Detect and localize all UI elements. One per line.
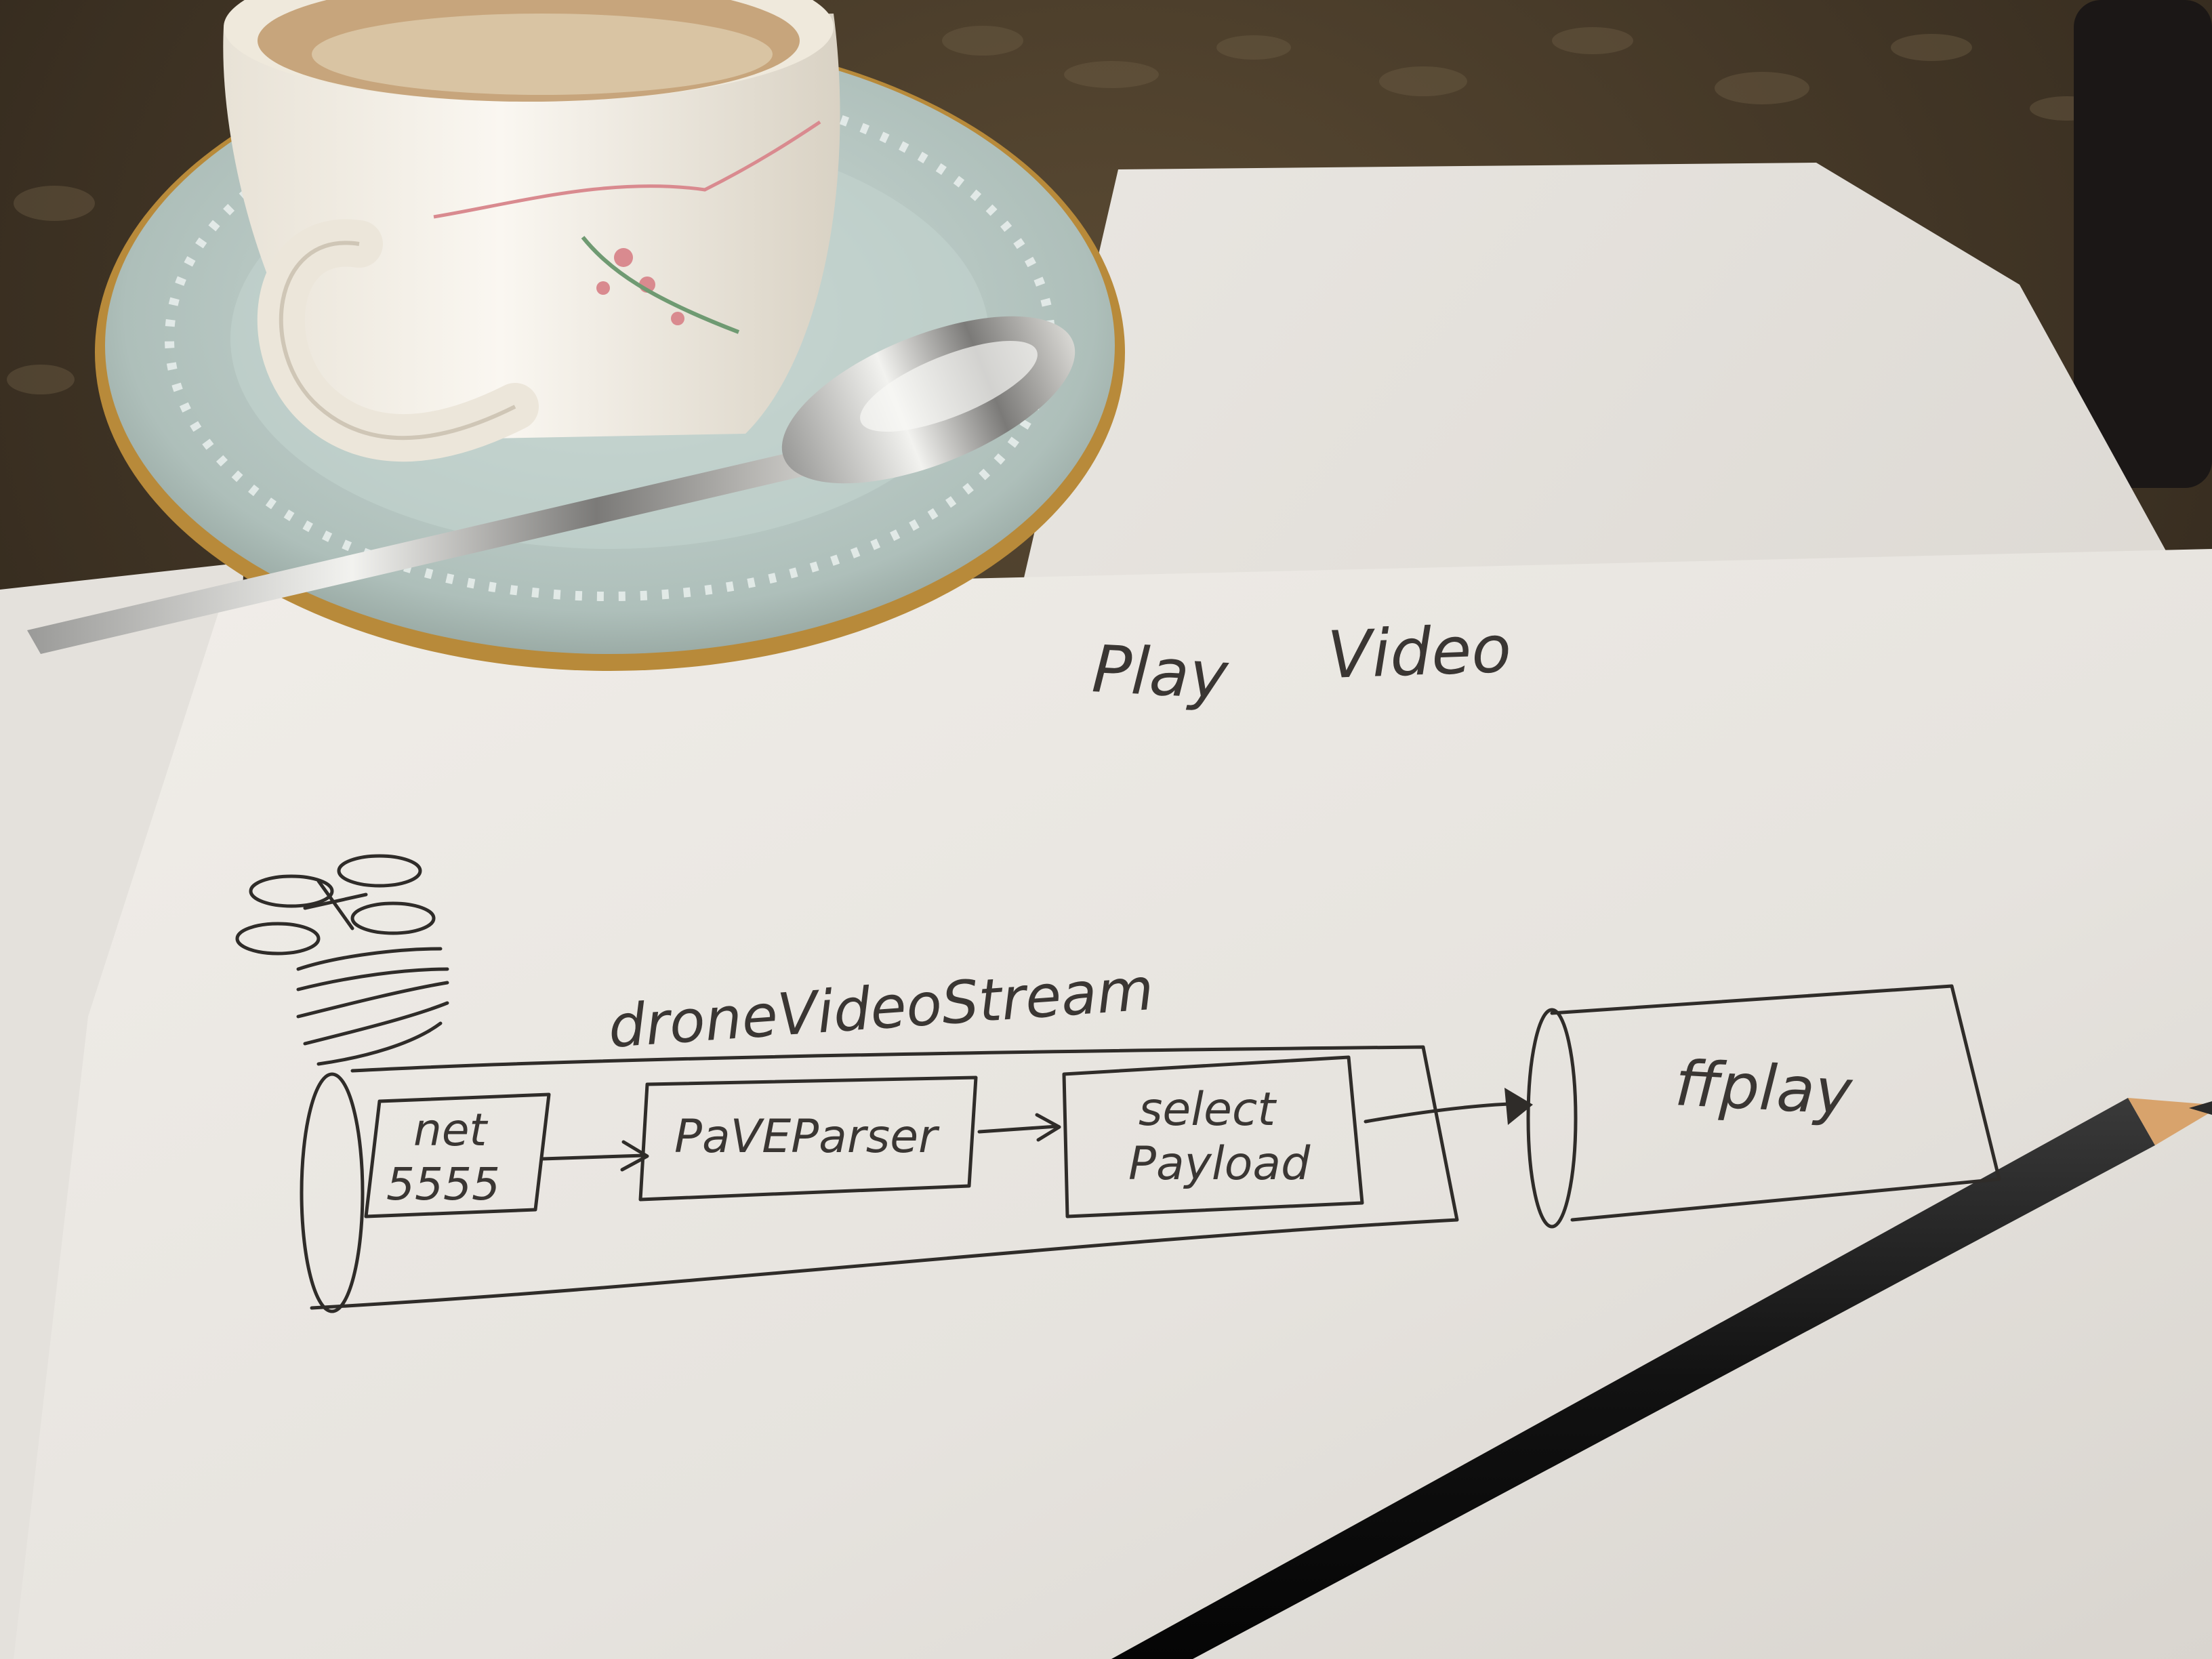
box-select-label-1: select [1139, 1083, 1277, 1136]
arrow-1 [540, 1140, 649, 1172]
drone-sketch-icon [235, 854, 449, 1066]
box-ffplay [1550, 984, 2001, 1222]
box-parser-label: PaVEParser [674, 1110, 940, 1164]
dark-object [2074, 0, 2212, 488]
box-select-label-2: Payload [1128, 1137, 1311, 1191]
arrow-3-head [1504, 1088, 1533, 1125]
box-net-label-1: net [413, 1104, 488, 1156]
spoon [27, 316, 1076, 654]
arrow-2 [977, 1113, 1061, 1142]
coffee-cup [223, 0, 840, 462]
box-select [1062, 1055, 1364, 1218]
sketch-paper [14, 549, 2212, 1659]
box-ffplay-label: ffplay [1673, 1047, 1855, 1129]
lace-pattern [7, 26, 2104, 394]
container-outline [310, 1045, 1459, 1310]
title-word-video: Video [1326, 611, 1513, 693]
box-ffplay-cap [1526, 1008, 1578, 1229]
title-word-play: Play [1090, 631, 1231, 714]
box-net-label-2: 5555 [386, 1158, 500, 1210]
container-left-cap [300, 1072, 365, 1313]
box-net [364, 1092, 551, 1218]
pencil [1111, 1098, 2212, 1659]
floral-decoration [433, 120, 821, 334]
box-parser [638, 1076, 978, 1202]
